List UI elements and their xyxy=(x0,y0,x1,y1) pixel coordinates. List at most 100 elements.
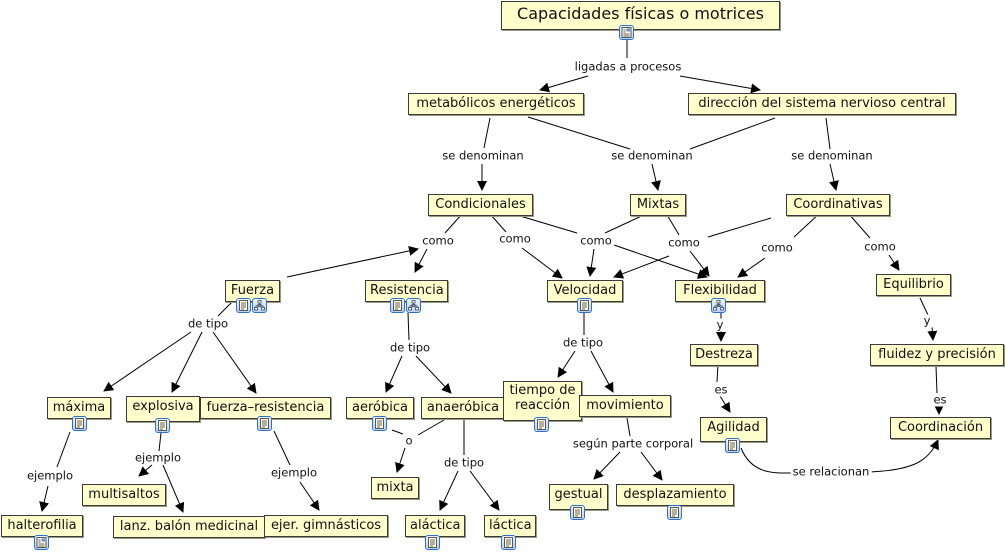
concept-explosiva[interactable]: explosiva xyxy=(126,396,200,422)
connector-line xyxy=(407,312,410,341)
link-como-1[interactable]: como xyxy=(420,233,456,248)
arrow-line xyxy=(39,485,49,512)
document-icon[interactable] xyxy=(667,505,682,520)
link-de-tipo-anaerobica[interactable]: de tipo xyxy=(441,455,487,470)
concept-fluidez[interactable]: fluidez y precisión xyxy=(870,344,1004,366)
document-icon[interactable] xyxy=(577,298,592,313)
concept-aerobica[interactable]: aeróbica xyxy=(346,397,414,419)
document-icon[interactable] xyxy=(72,416,87,431)
image-document-icon[interactable] xyxy=(34,535,49,550)
arrow-line xyxy=(415,355,452,394)
link-ligadas[interactable]: ligadas a procesos xyxy=(572,59,684,74)
connector-line xyxy=(707,217,772,238)
concept-lactica[interactable]: láctica xyxy=(484,515,536,537)
document-icon[interactable] xyxy=(236,298,251,313)
link-como-6[interactable]: como xyxy=(862,239,898,254)
concept-anaerobica[interactable]: anaeróbica xyxy=(421,397,505,419)
concept-destreza[interactable]: Destreza xyxy=(690,344,758,366)
concept-desplazamiento[interactable]: desplazamiento xyxy=(616,484,734,506)
document-icon[interactable] xyxy=(570,505,585,520)
arrow-line xyxy=(299,481,320,511)
resources-lactica xyxy=(501,535,516,550)
concept-metabolicos[interactable]: metabólicos energéticos xyxy=(408,93,584,115)
concept-direccion[interactable]: dirección del sistema nervioso central xyxy=(688,93,956,115)
resources-agilidad xyxy=(725,438,740,453)
link-segun-parte[interactable]: según parte corporal xyxy=(570,436,696,451)
arrow-line xyxy=(586,248,597,277)
link-ejemplo-2[interactable]: ejemplo xyxy=(132,450,184,465)
link-como-5[interactable]: como xyxy=(759,240,795,255)
link-se-denominan-1[interactable]: se denominan xyxy=(440,148,526,163)
arrow-line xyxy=(439,470,459,511)
connector-line xyxy=(919,297,929,316)
concept-multisaltos[interactable]: multisaltos xyxy=(82,484,166,506)
link-es-2[interactable]: es xyxy=(931,392,949,407)
document-icon[interactable] xyxy=(534,417,549,432)
arrow-line xyxy=(593,451,621,480)
concept-flexibilidad[interactable]: Flexibilidad xyxy=(675,280,765,302)
resources-explosiva xyxy=(155,418,170,433)
arrow-line xyxy=(719,395,731,413)
concept-halterofilia[interactable]: halterofilia xyxy=(1,515,83,537)
arrow-line xyxy=(613,244,708,279)
connector-line xyxy=(489,213,507,233)
arrow-line xyxy=(286,245,419,278)
connector-line xyxy=(217,301,233,317)
link-y-2[interactable]: y xyxy=(921,313,933,328)
concept-tiempo-reaccion[interactable]: tiempo de reacción xyxy=(503,381,582,421)
connector-line xyxy=(847,212,871,239)
link-como-2[interactable]: como xyxy=(497,231,533,246)
concept-ejer-gimnasticos[interactable]: ejer. gimnásticos xyxy=(264,515,388,537)
document-icon[interactable] xyxy=(425,535,440,550)
link-es-1[interactable]: es xyxy=(712,382,730,397)
connector-line xyxy=(626,417,631,437)
link-como-3[interactable]: como xyxy=(578,233,614,248)
document-icon[interactable] xyxy=(390,298,405,313)
arrow-line xyxy=(689,250,710,277)
concept-condicionales[interactable]: Condicionales xyxy=(428,194,533,216)
link-y-1[interactable]: y xyxy=(714,317,726,332)
link-de-tipo-fuerza[interactable]: de tipo xyxy=(185,316,231,331)
concept-coordinativas[interactable]: Coordinativas xyxy=(786,194,890,216)
arrow-line xyxy=(521,247,563,279)
connector-line xyxy=(793,212,821,238)
image-document-icon[interactable] xyxy=(619,25,634,40)
concept-mixtas[interactable]: Mixtas xyxy=(630,194,686,216)
concept-map-icon[interactable] xyxy=(711,298,726,313)
link-de-tipo-velocidad[interactable]: de tipo xyxy=(560,335,606,350)
link-ejemplo-3[interactable]: ejemplo xyxy=(268,465,320,480)
link-como-4[interactable]: como xyxy=(666,235,702,250)
concept-mixta[interactable]: mixta xyxy=(371,477,419,499)
link-se-denominan-3[interactable]: se denominan xyxy=(789,148,875,163)
link-se-relacionan[interactable]: se relacionan xyxy=(790,464,872,479)
link-de-tipo-resistencia[interactable]: de tipo xyxy=(387,340,433,355)
resources-velocidad xyxy=(577,298,592,313)
arrow-line xyxy=(613,255,670,279)
document-icon[interactable] xyxy=(372,416,387,431)
concept-lanz-balon[interactable]: lanz. balón medicinal xyxy=(113,516,265,538)
connector-line xyxy=(273,430,291,466)
document-icon[interactable] xyxy=(257,416,272,431)
concept-map-icon[interactable] xyxy=(406,298,421,313)
document-icon[interactable] xyxy=(725,438,740,453)
concept-coordinacion[interactable]: Coordinación xyxy=(890,417,991,439)
document-icon[interactable] xyxy=(155,418,170,433)
connector-line xyxy=(483,117,491,149)
link-o[interactable]: o xyxy=(403,433,415,448)
concept-root[interactable]: Capacidades físicas o motrices xyxy=(501,1,780,30)
arrow-line xyxy=(557,350,576,378)
document-icon[interactable] xyxy=(501,535,516,550)
concept-map-icon[interactable] xyxy=(252,298,267,313)
link-ejemplo-1[interactable]: ejemplo xyxy=(24,468,76,483)
concept-movimiento[interactable]: movimiento xyxy=(579,395,671,417)
link-se-denominan-2[interactable]: se denominan xyxy=(609,148,695,163)
arrow-line xyxy=(590,350,614,393)
resources-root xyxy=(619,25,634,40)
concept-agilidad[interactable]: Agilidad xyxy=(700,417,767,442)
concept-alactica[interactable]: aláctica xyxy=(405,515,465,537)
connector-line xyxy=(825,117,831,150)
concept-equilibrio[interactable]: Equilibrio xyxy=(876,274,951,296)
arrow-line xyxy=(888,254,900,271)
arrow-line xyxy=(829,163,839,191)
concept-velocidad[interactable]: Velocidad xyxy=(547,280,623,302)
